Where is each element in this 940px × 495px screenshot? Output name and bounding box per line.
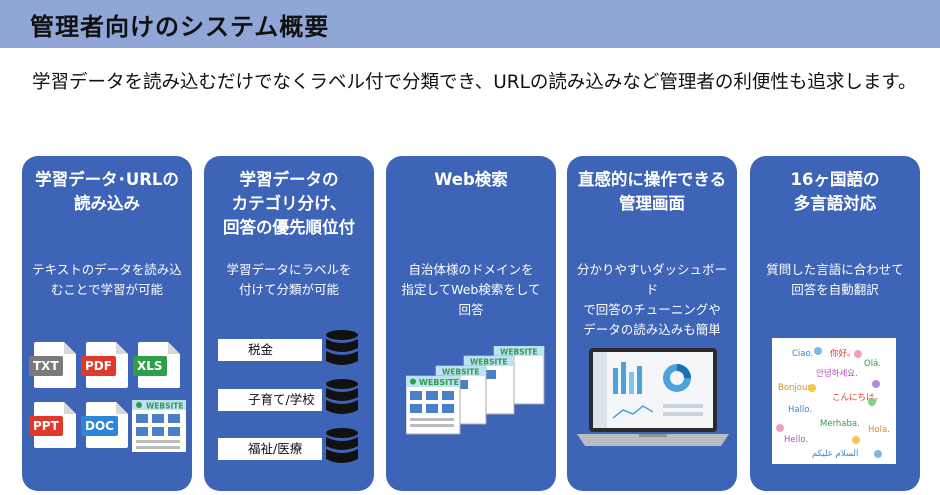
card-description: 自治体様のドメインを 指定してWeb検索をして 回答 bbox=[401, 262, 541, 317]
title-bar bbox=[0, 0, 940, 48]
label-tag: 税金 bbox=[218, 339, 322, 361]
database-icon bbox=[326, 379, 358, 414]
card-web-search: Web検索 自治体様のドメインを 指定してWeb検索をして 回答 WEBSITE… bbox=[386, 156, 556, 491]
website-stack-icon: WEBSITE WEBSITE WEBSITE WEBSITE bbox=[406, 346, 545, 435]
page-title: 管理者向けのシステム概要 bbox=[30, 13, 330, 41]
txt-file-icon: TXT bbox=[29, 342, 76, 388]
card-title: Web検索 bbox=[434, 170, 508, 189]
svg-text:Merhaba.: Merhaba. bbox=[820, 419, 860, 429]
svg-text:WEBSITE: WEBSITE bbox=[442, 368, 480, 377]
svg-text:WEBSITE: WEBSITE bbox=[500, 348, 538, 357]
card-categorization: 学習データの カテゴリ分け、 回答の優先順位付 学習データにラベルを 付けて分類… bbox=[204, 156, 374, 491]
ppt-file-icon: PPT bbox=[29, 402, 76, 448]
database-icon bbox=[326, 428, 358, 463]
card-admin-screen: 直感的に操作できる 管理画面 分かりやすいダッシュボード で回答のチューニングや… bbox=[567, 156, 737, 491]
card-data-import: 学習データ･URLの 読み込み テキストのデータを読み込 むことで学習が可能 T… bbox=[22, 156, 192, 491]
svg-text:Hola.: Hola. bbox=[868, 425, 890, 435]
card-title: 16ヶ国語の 多言語対応 bbox=[790, 170, 880, 213]
svg-text:WEBSITE: WEBSITE bbox=[419, 378, 459, 387]
label-tag: 福祉/医療 bbox=[218, 438, 322, 460]
card-multilingual: 16ヶ国語の 多言語対応 質問した言語に合わせて 回答を自動翻訳 Ciao. 你… bbox=[750, 156, 920, 491]
doc-file-icon: DOC bbox=[81, 402, 128, 448]
svg-text:こんにちは。: こんにちは。 bbox=[832, 393, 883, 403]
svg-text:你好。: 你好。 bbox=[830, 348, 856, 359]
card-description: 分かりやすいダッシュボード で回答のチューニングや データの読み込みも簡単 bbox=[576, 262, 727, 337]
svg-text:WEBSITE: WEBSITE bbox=[146, 402, 184, 411]
multilingual-greetings-icon: Ciao. 你好。 Olá. 안녕하세요. Bonjour. こんにちは。 Ha… bbox=[772, 338, 896, 464]
page-subtitle: 学習データを読み込むだけでなくラベル付で分類でき、URLの読み込みなど管理者の利… bbox=[32, 72, 917, 93]
pdf-file-icon: PDF bbox=[81, 342, 128, 388]
svg-text:WEBSITE: WEBSITE bbox=[470, 358, 508, 367]
xls-file-icon: XLS bbox=[133, 342, 180, 388]
website-icon: WEBSITE bbox=[132, 400, 186, 452]
card-description: テキストのデータを読み込 むことで学習が可能 bbox=[32, 262, 182, 297]
svg-text:안녕하세요.: 안녕하세요. bbox=[816, 368, 858, 379]
svg-text:Olá.: Olá. bbox=[864, 359, 881, 369]
laptop-dashboard-icon bbox=[577, 348, 729, 446]
card-description: 学習データにラベルを 付けて分類が可能 bbox=[226, 262, 352, 297]
label-tag: 子育て/学校 bbox=[218, 389, 322, 411]
card-title: 直感的に操作できる 管理画面 bbox=[577, 170, 727, 213]
card-description: 質問した言語に合わせて 回答を自動翻訳 bbox=[766, 262, 904, 297]
card-title: 学習データの カテゴリ分け、 回答の優先順位付 bbox=[223, 170, 355, 237]
svg-text:Bonjour.: Bonjour. bbox=[778, 383, 813, 393]
card-title: 学習データ･URLの 読み込み bbox=[35, 170, 179, 213]
svg-text:Hello.: Hello. bbox=[784, 435, 808, 445]
svg-text:Ciao.: Ciao. bbox=[792, 349, 813, 359]
database-icon bbox=[326, 330, 358, 365]
svg-text:Hallo.: Hallo. bbox=[788, 405, 812, 415]
svg-text:السلام عليكم: السلام عليكم bbox=[812, 449, 858, 459]
